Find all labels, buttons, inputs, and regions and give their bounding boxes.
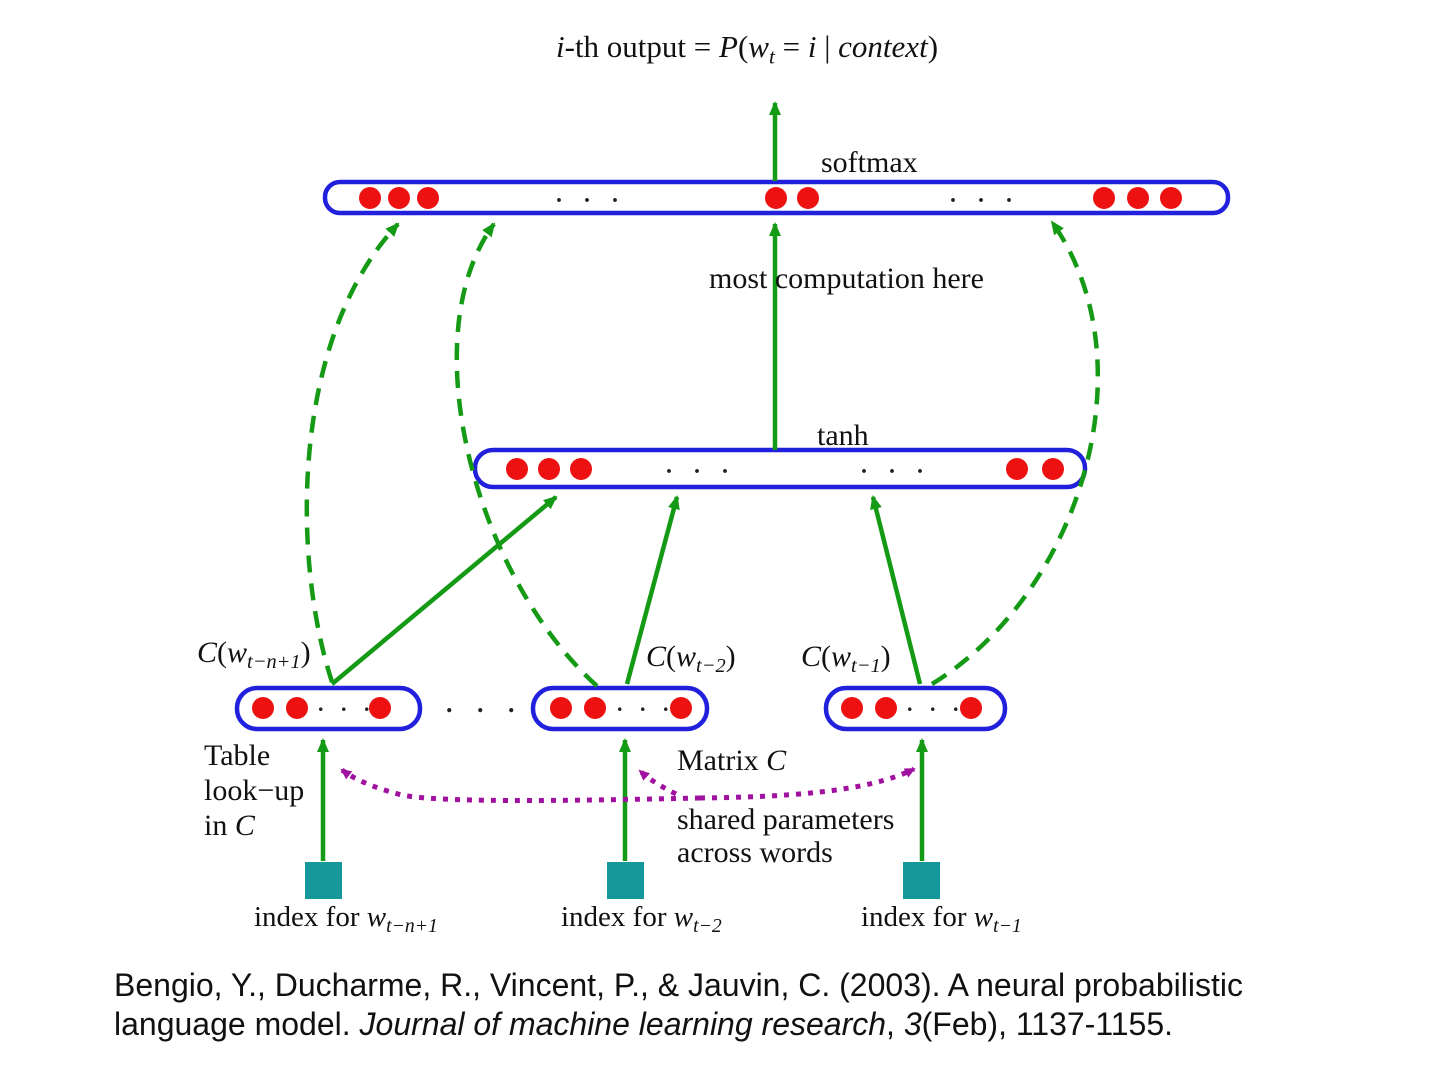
skip-connection-middle bbox=[454, 222, 599, 688]
index-label-right: index for wt−1 bbox=[861, 901, 1022, 937]
tanh-layer-box bbox=[472, 447, 1088, 490]
most-computation-label: most computation here bbox=[709, 262, 984, 295]
shared-matrix-arrow-right bbox=[699, 766, 916, 801]
embedding-neurons-middle bbox=[550, 697, 692, 719]
embedding-label-right: C(wt−1) bbox=[801, 640, 891, 678]
embedding-neurons-left bbox=[252, 697, 391, 719]
ellipsis-softmax-1: . . . bbox=[556, 182, 626, 208]
ellipsis-tanh-2: . . . bbox=[861, 453, 931, 479]
index-square-middle bbox=[607, 862, 644, 899]
index-square-right bbox=[903, 862, 940, 899]
matrix-c-label: Matrix C bbox=[677, 744, 787, 777]
ellipsis-embedding-right: . . . bbox=[907, 691, 965, 716]
ellipsis-tanh-1: . . . bbox=[666, 453, 736, 479]
index-label-left: index for wt−n+1 bbox=[254, 901, 438, 937]
embedding-box-middle bbox=[530, 685, 710, 732]
citation-line-1: Bengio, Y., Ducharme, R., Vincent, P., &… bbox=[114, 967, 1243, 1003]
tanh-label: tanh bbox=[817, 419, 869, 452]
ellipsis-embedding-left: . . . bbox=[318, 691, 376, 716]
shared-matrix-arrow-left bbox=[340, 767, 701, 804]
skip-connection-left bbox=[304, 222, 400, 683]
citation: Bengio, Y., Ducharme, R., Vincent, P., &… bbox=[114, 966, 1243, 1044]
output-formula: i-th output = P(wt = i | context) bbox=[556, 29, 939, 69]
embedding-label-middle: C(wt−2) bbox=[646, 640, 736, 678]
index-label-middle: index for wt−2 bbox=[561, 901, 722, 937]
ellipsis-softmax-2: . . . bbox=[950, 182, 1020, 208]
projection-arrow-right bbox=[870, 495, 923, 685]
softmax-neurons bbox=[359, 187, 1182, 209]
table-lookup-label: Table look−up in C bbox=[204, 739, 305, 842]
ellipsis-between-embeddings: . . . bbox=[446, 689, 524, 718]
citation-line-2: language model. Journal of machine learn… bbox=[114, 1006, 1174, 1042]
skip-connection-right bbox=[930, 220, 1101, 686]
softmax-label: softmax bbox=[821, 146, 918, 179]
projection-arrow-left bbox=[330, 495, 558, 686]
shared-params-label: shared parameters across words bbox=[677, 803, 895, 869]
embedding-label-left: C(wt−n+1) bbox=[197, 636, 311, 674]
embedding-box-right bbox=[823, 685, 1008, 732]
embedding-box-left bbox=[234, 685, 423, 732]
index-square-left bbox=[305, 862, 342, 899]
ellipsis-embedding-middle: . . . bbox=[617, 691, 675, 716]
tanh-neurons bbox=[506, 458, 1064, 480]
projection-arrow-middle bbox=[624, 495, 680, 685]
shared-matrix-arrow-middle bbox=[638, 769, 678, 797]
embedding-neurons-right bbox=[841, 697, 982, 719]
